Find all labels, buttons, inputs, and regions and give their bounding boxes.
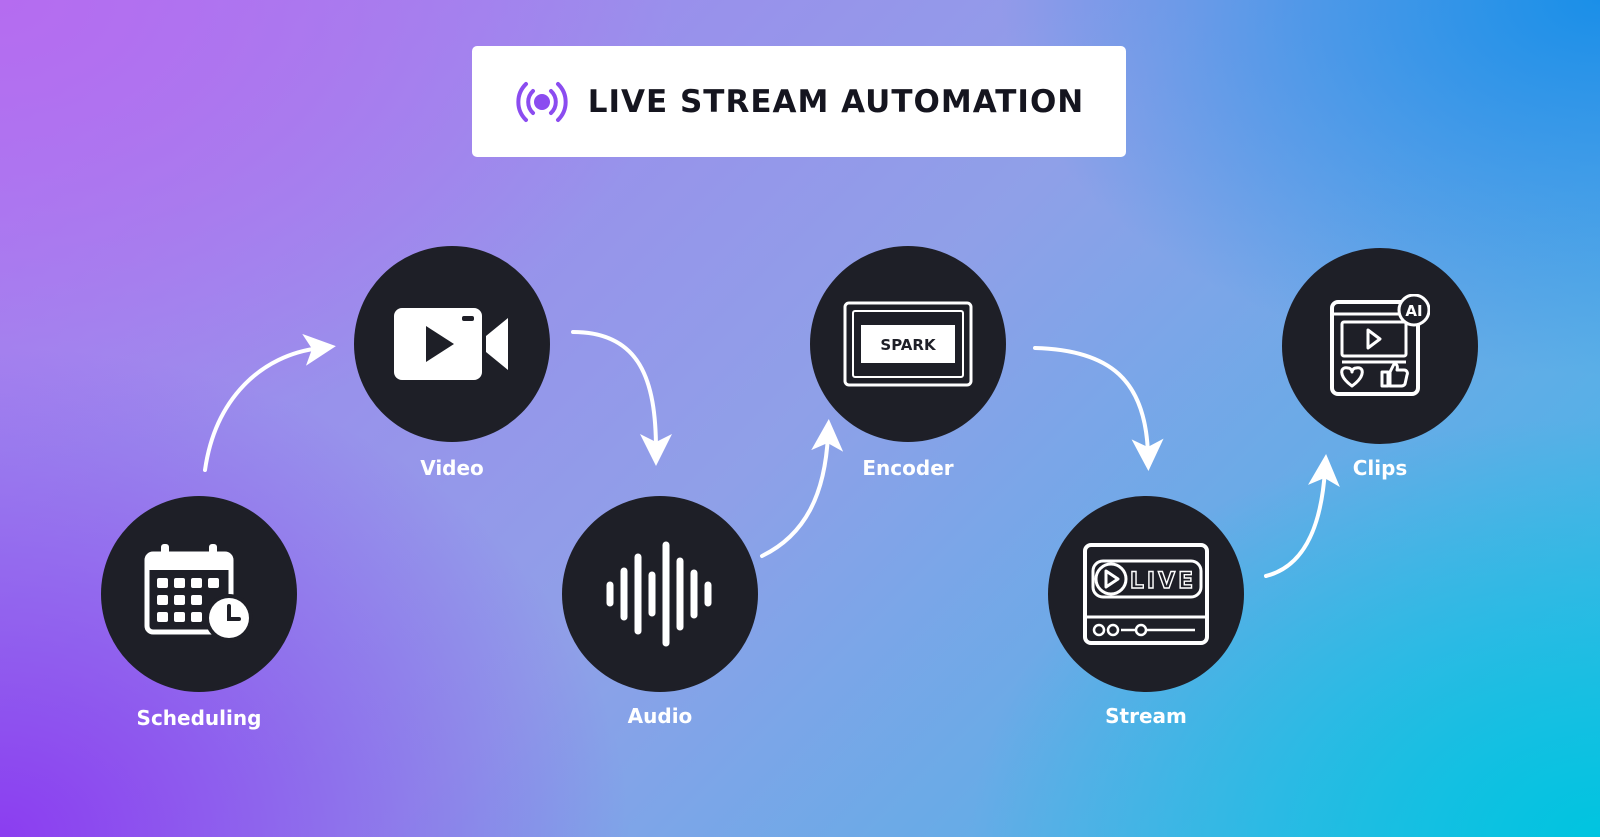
page-title: LIVE STREAM AUTOMATION bbox=[587, 83, 1085, 120]
video-camera-icon bbox=[394, 308, 508, 380]
node-label-clips: Clips bbox=[1352, 456, 1408, 480]
node-label-encoder: Encoder bbox=[862, 456, 954, 480]
node-clips: AI bbox=[1282, 248, 1478, 444]
live-stream-player-icon: LIVE bbox=[1083, 543, 1209, 645]
node-scheduling bbox=[101, 496, 297, 692]
encoder-device-icon: SPARK bbox=[843, 301, 973, 387]
arrow-video-to-audio bbox=[571, 330, 672, 466]
node-encoder: SPARK bbox=[810, 246, 1006, 442]
arrow-audio-to-encoder bbox=[760, 419, 844, 558]
node-label-scheduling: Scheduling bbox=[136, 706, 262, 730]
node-label-audio: Audio bbox=[627, 704, 693, 728]
node-label-stream: Stream bbox=[1105, 704, 1187, 728]
node-label-video: Video bbox=[420, 456, 484, 480]
ai-badge-text: AI bbox=[1405, 302, 1422, 320]
encoder-device-text: SPARK bbox=[880, 336, 937, 354]
node-video bbox=[354, 246, 550, 442]
node-audio bbox=[562, 496, 758, 692]
live-badge-text: LIVE bbox=[1130, 569, 1196, 594]
arrow-scheduling-to-video bbox=[203, 333, 336, 472]
ai-clips-icon: AI bbox=[1330, 294, 1430, 396]
broadcast-signal-icon bbox=[516, 81, 568, 122]
calendar-clock-icon bbox=[144, 544, 253, 642]
node-stream: LIVE bbox=[1048, 496, 1244, 692]
audio-waveform-icon bbox=[606, 541, 712, 647]
title-banner: LIVE STREAM AUTOMATION bbox=[472, 46, 1126, 157]
arrow-stream-to-clips bbox=[1264, 454, 1340, 578]
arrow-encoder-to-stream bbox=[1033, 346, 1164, 471]
